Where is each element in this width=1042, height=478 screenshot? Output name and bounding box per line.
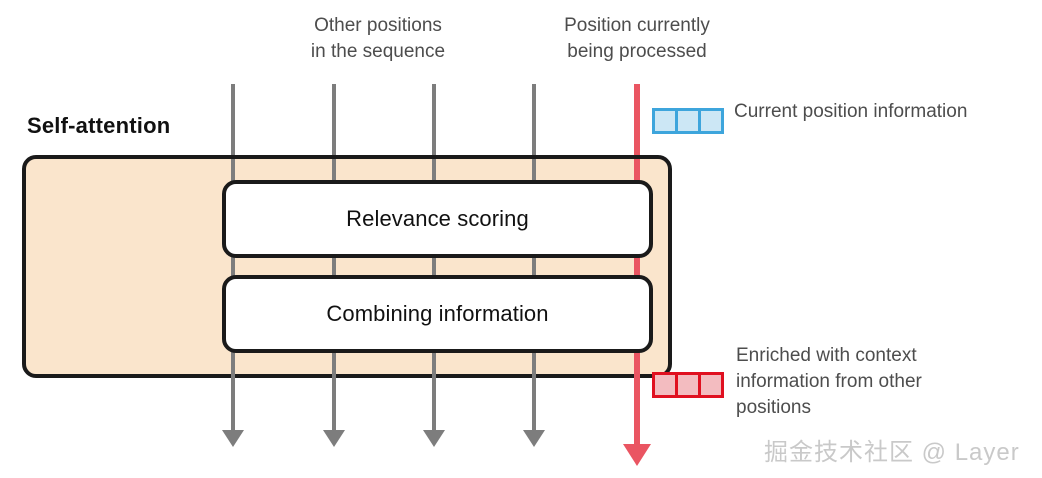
caption-current-position: Position currently being processed — [564, 15, 710, 62]
arrow-head-other-position-4 — [523, 430, 545, 447]
flow-line-bottom-current-position — [634, 374, 640, 446]
legend-cell — [701, 111, 721, 131]
flow-line-mid-other-position-2 — [332, 159, 336, 374]
combining-information-block: Combining information — [222, 275, 653, 353]
flow-line-bottom-other-position-2 — [332, 374, 336, 432]
flow-line-mid-other-position-4 — [532, 159, 536, 374]
arrow-head-other-position-3 — [423, 430, 445, 447]
flow-line-top-other-position-4 — [532, 84, 536, 159]
flow-line-top-other-position-1 — [231, 84, 235, 159]
self-attention-title: Self-attention — [27, 113, 171, 138]
legend-swatch-blue-icon — [652, 108, 724, 134]
legend-cell — [678, 375, 701, 395]
watermark: 掘金技术社区 @ Layer — [764, 439, 1020, 466]
arrow-head-other-position-2 — [323, 430, 345, 447]
flow-line-top-other-position-3 — [432, 84, 436, 159]
legend-enriched-context: Enriched with context information from o… — [652, 345, 922, 421]
legend-enriched-context-label: Enriched with context information from o… — [736, 345, 922, 418]
flow-line-bottom-other-position-4 — [532, 374, 536, 432]
legend-cell — [655, 111, 678, 131]
relevance-scoring-block: Relevance scoring — [222, 180, 653, 258]
legend-cell — [678, 111, 701, 131]
caption-other-positions: Other positions in the sequence — [310, 15, 446, 62]
flow-line-top-other-position-2 — [332, 84, 336, 159]
relevance-scoring-label: Relevance scoring — [346, 206, 529, 231]
legend-cell — [655, 375, 678, 395]
flow-line-mid-current-position — [634, 159, 640, 374]
combining-information-label: Combining information — [326, 301, 549, 326]
legend-cell — [701, 375, 721, 395]
arrow-head-other-position-1 — [222, 430, 244, 447]
legend-swatch-red-icon — [652, 372, 724, 398]
legend-current-position-label: Current position information — [734, 101, 968, 122]
flow-line-bottom-other-position-1 — [231, 374, 235, 432]
flow-line-top-current-position — [634, 84, 640, 159]
flow-line-bottom-other-position-3 — [432, 374, 436, 432]
flow-line-mid-other-position-3 — [432, 159, 436, 374]
arrow-head-current-position — [623, 444, 651, 466]
legend-current-position: Current position information — [652, 101, 967, 134]
flow-line-mid-other-position-1 — [231, 159, 235, 374]
